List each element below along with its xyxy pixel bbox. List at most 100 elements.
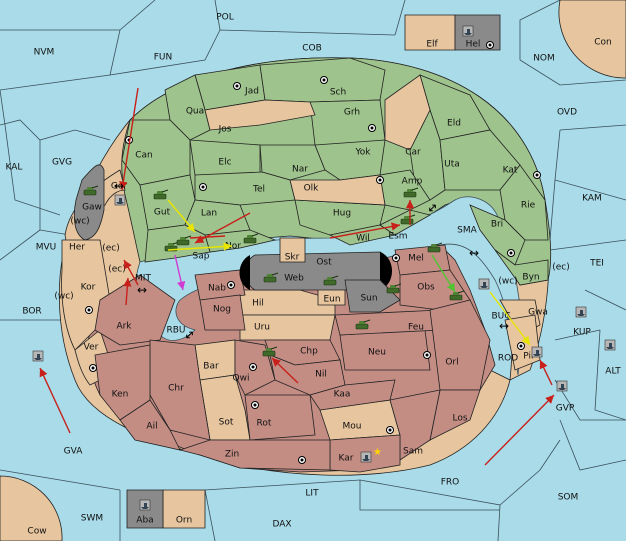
fleet-unit[interactable] [462,25,474,37]
sea-label-lit: LIT [305,489,319,499]
label-sot: Sot [219,418,234,428]
province-car[interactable] [384,74,431,151]
province-kaa[interactable] [309,379,396,411]
sea-label-sma: SMA [457,226,477,236]
province-cow[interactable] [0,475,63,541]
province-nar[interactable] [259,144,326,181]
province-nog[interactable] [199,294,246,331]
province-zin[interactable] [178,439,331,471]
label-wil: Wil [356,234,370,244]
label-qwi: Qwi [233,374,250,384]
label-hil: Hil [252,299,264,309]
label-sun: Sun [360,294,377,304]
label-uta: Uta [444,160,460,170]
supply-centers [85,41,541,464]
label-chp: Chp [300,347,318,357]
sea-label-mit: MIT [135,274,151,284]
fleets: ★ [32,25,616,511]
fleet-unit[interactable] [575,306,587,318]
sea-label-kam: KAM [582,194,602,204]
label-rot: Rot [257,419,272,429]
label-gwa: Gwa [528,308,548,318]
fleet-unit[interactable] [531,346,543,358]
province-rot[interactable] [244,394,316,441]
sea-label-ovd: OVD [557,108,577,118]
province-con[interactable] [558,0,626,79]
province-sam[interactable] [389,389,441,461]
label-ost: Ost [316,258,332,268]
province-bar[interactable] [194,339,236,381]
label-nil: Nil [315,370,327,380]
sea-label-nvm: NVM [34,48,55,58]
sea-labels: POL COB FUN NVM NOM OVD KAL GVG KAM MVU … [6,13,622,530]
sea-label-rod: ROD [498,354,518,364]
sea-label-cob: COB [302,44,322,54]
label-can: Can [135,151,153,161]
label-feu: Feu [408,323,424,333]
fleet-unit[interactable] [556,380,568,392]
province-nab[interactable] [194,269,246,301]
label-eun: Eun [323,295,340,305]
coast-marker: (wc) [54,292,73,302]
label-uru: Uru [254,323,270,333]
label-ver: Ver [84,343,99,353]
label-hug: Hug [333,209,351,219]
label-kaa: Kaa [334,390,351,400]
red-provinces [94,244,491,473]
label-kat: Kat [503,166,518,176]
fleet-unit[interactable] [114,194,126,206]
fleet-unit[interactable] [478,278,490,290]
province-gaw[interactable] [73,164,105,241]
fleet-unit[interactable] [32,350,44,362]
label-skr: Skr [285,253,300,263]
label-elc: Elc [218,158,231,168]
province-orl[interactable] [429,299,491,391]
label-sch: Sch [330,88,346,98]
label-her: Her [69,243,85,253]
label-web: Web [284,274,304,284]
sea-label-mvu: MVU [36,243,57,253]
label-gut: Gut [154,208,171,218]
label-orn: Orn [176,516,192,526]
province-byn[interactable] [494,249,549,286]
sea-label-som: SOM [558,493,579,503]
province-tel[interactable] [194,171,296,206]
fleet-unit[interactable] [604,339,616,351]
sea-label-gvp: GVP [556,404,575,414]
fleet-unit[interactable] [360,451,372,463]
label-bar: Bar [203,362,219,372]
label-ark: Ark [116,322,132,332]
label-olk: Olk [304,184,320,194]
province-sun[interactable] [344,279,401,313]
label-nor: Nor [225,242,241,252]
coast-markers: (wc) (ec) (ec) (wc) (wc) (ec) [54,217,569,302]
grey-provinces [73,14,501,529]
label-chr: Chr [168,384,184,394]
label-rie: Rie [521,201,536,211]
fleet-unit[interactable] [139,499,151,511]
province-skr[interactable] [279,237,306,263]
label-aba: Aba [136,516,153,526]
label-jad: Jad [244,87,259,97]
label-con: Con [594,38,612,48]
bidirectional-arrow-icon: ↔ [137,283,147,297]
label-pir: Pir [523,352,535,362]
sea-label-gvg: GVG [52,158,72,168]
label-orl: Orl [445,358,458,368]
star-icon: ★ [373,447,382,458]
province-ail[interactable] [119,399,181,451]
sea-label-kup: KUP [573,328,591,338]
label-yok: Yok [354,148,371,158]
label-kar: Kar [339,454,354,464]
label-kor: Kor [81,283,96,293]
label-amp: Amp [402,177,423,187]
province-jos[interactable] [204,99,316,131]
sea-label-fro: FRO [441,478,460,488]
sea-label-gva: GVA [64,447,84,457]
province-ark[interactable] [94,274,176,346]
sea-label-buc: BUC [491,312,510,322]
province-olk[interactable] [289,174,386,206]
label-ken: Ken [112,390,129,400]
